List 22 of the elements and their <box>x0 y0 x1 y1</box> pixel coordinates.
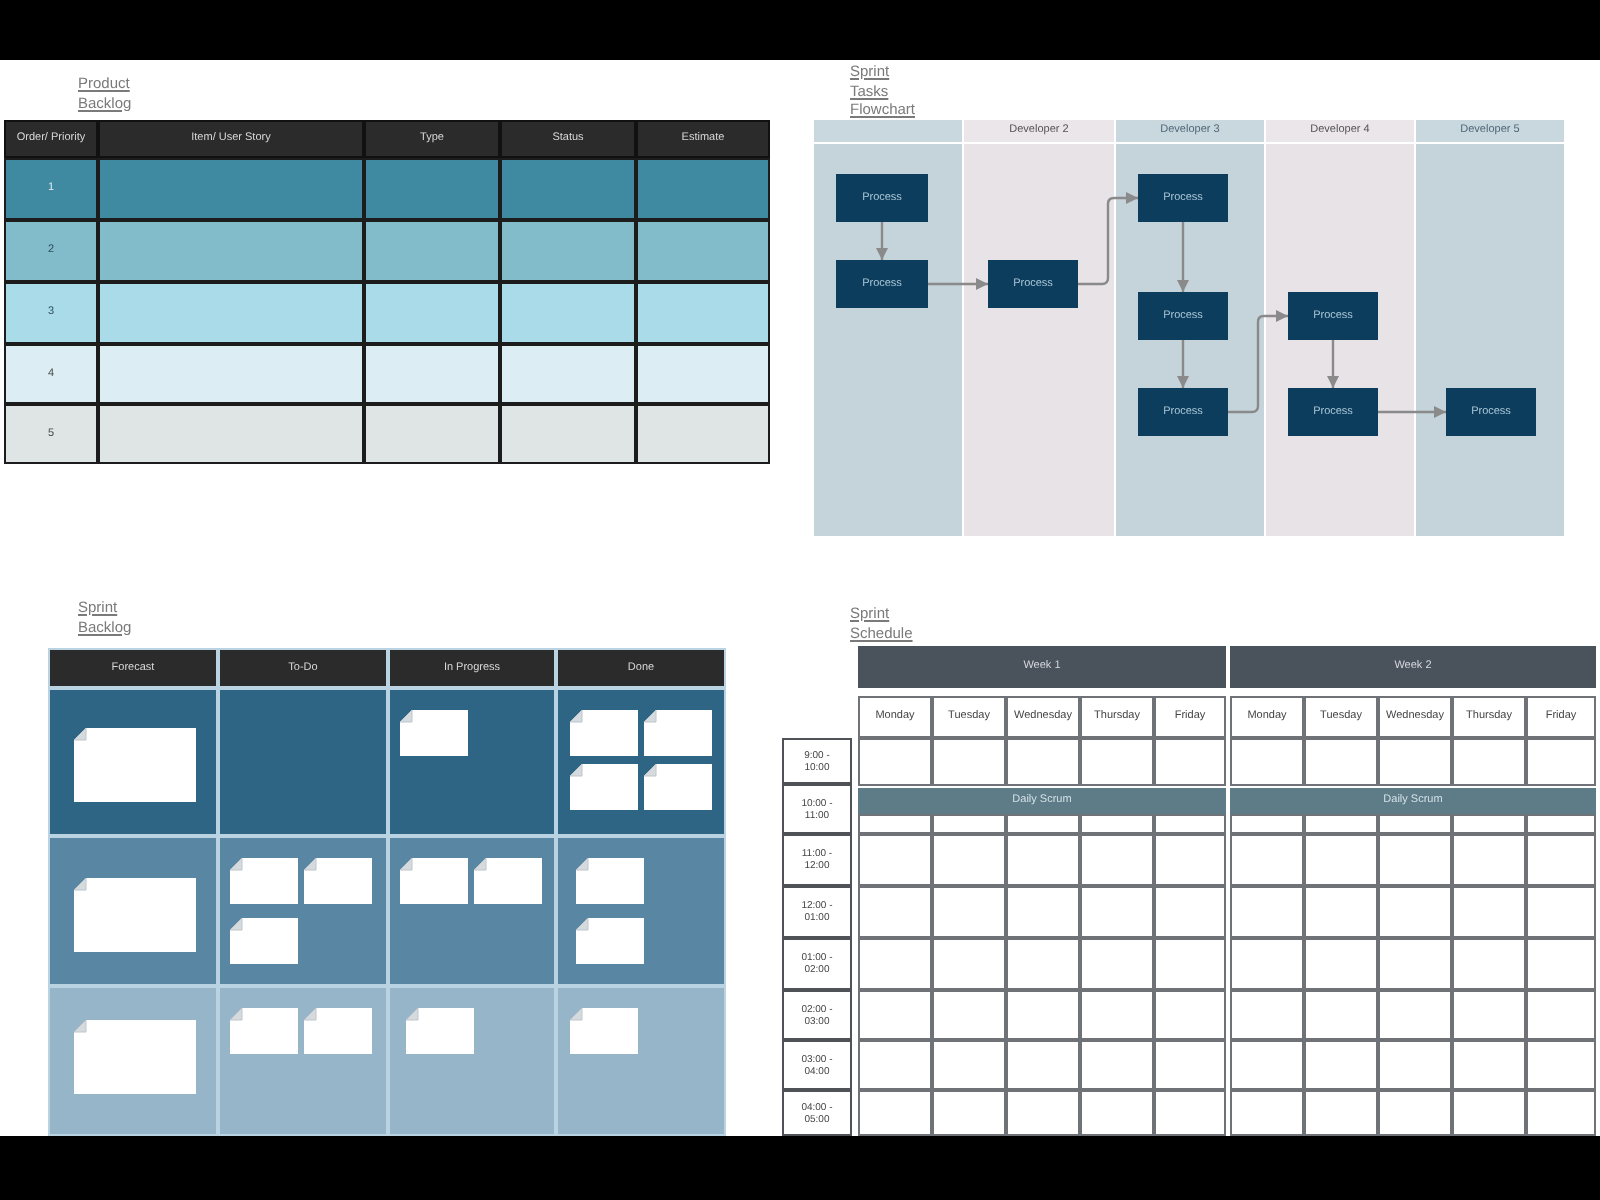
arrow <box>1327 340 1339 388</box>
arrow <box>1228 310 1288 414</box>
arrow <box>1177 340 1189 388</box>
swimlane <box>1116 120 1266 536</box>
process-box <box>836 174 928 222</box>
process-box <box>1138 292 1228 340</box>
arrow <box>876 222 888 260</box>
arrow <box>1378 406 1446 418</box>
swimlane <box>1416 120 1566 536</box>
swimlane <box>1266 120 1416 536</box>
swimlane <box>814 120 964 536</box>
process-box <box>1138 174 1228 222</box>
process-box <box>1288 388 1378 436</box>
process-box <box>836 260 928 308</box>
process-box <box>1138 388 1228 436</box>
process-box <box>1288 292 1378 340</box>
swimlane <box>964 120 1116 536</box>
arrow <box>1177 222 1189 292</box>
arrow <box>928 278 988 290</box>
process-box <box>1446 388 1536 436</box>
process-box <box>988 260 1078 308</box>
arrow <box>1078 192 1138 286</box>
